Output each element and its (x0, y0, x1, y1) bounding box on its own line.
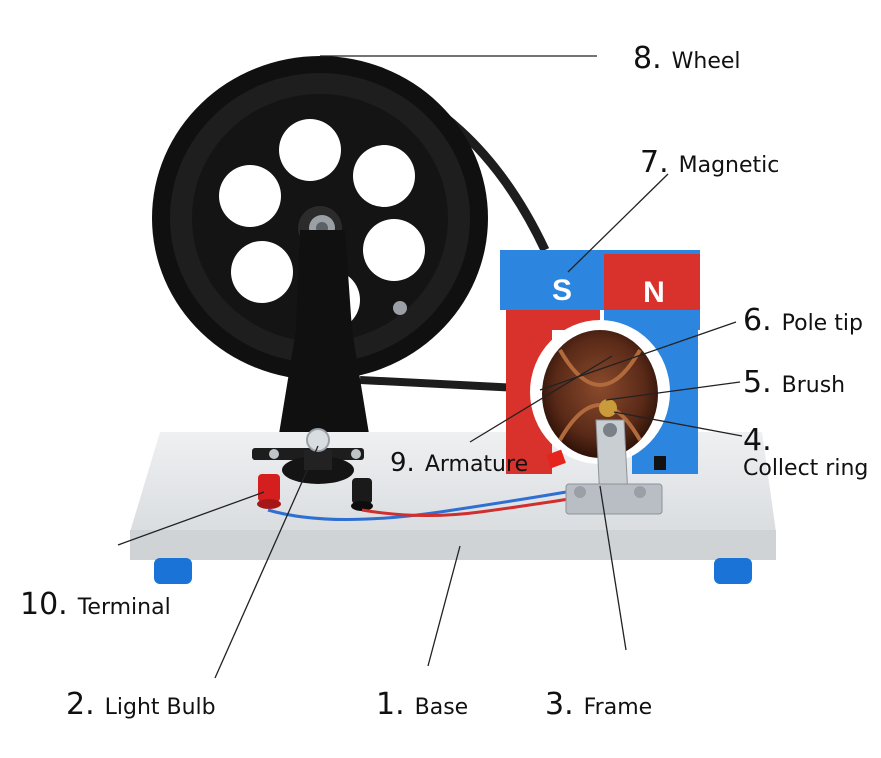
label-light-bulb-name: Light Bulb (104, 695, 216, 720)
leader-lines (117, 55, 743, 679)
label-light-bulb-number: 2. (66, 687, 95, 722)
leader-magnetic (567, 173, 669, 273)
label-terminal: 10. Terminal (20, 590, 171, 620)
label-magnetic-number: 7. (640, 145, 669, 180)
label-wheel-number: 8. (633, 41, 662, 76)
label-terminal-name: Terminal (77, 595, 171, 620)
label-armature: 9. Armature (390, 450, 528, 476)
wheel (152, 56, 488, 380)
label-armature-name: Armature (424, 452, 529, 477)
leader-light-bulb (214, 445, 319, 679)
label-collect-ring: 4.Collect ring (743, 426, 868, 480)
leader-frame (599, 485, 627, 651)
label-base: 1. Base (376, 690, 468, 720)
label-base-name: Base (414, 695, 469, 720)
leader-collect-ring (613, 411, 743, 437)
label-magnetic: 7. Magnetic (640, 148, 779, 178)
leader-armature (469, 355, 613, 443)
label-magnetic-name: Magnetic (678, 153, 780, 178)
label-terminal-number: 10. (20, 587, 68, 622)
leader-base (427, 545, 461, 667)
magnet: S N (500, 250, 700, 474)
light-bulb (252, 428, 364, 484)
frame (546, 399, 666, 515)
label-wheel: 8. Wheel (633, 44, 741, 74)
label-frame: 3. Frame (545, 690, 652, 720)
leader-pole-tip (539, 321, 737, 391)
label-armature-number: 9. (390, 448, 415, 478)
magnet-north-letter: N (643, 276, 665, 309)
armature (530, 320, 670, 464)
label-light-bulb: 2. Light Bulb (66, 690, 216, 720)
label-frame-name: Frame (583, 695, 653, 720)
leader-terminal (117, 491, 265, 546)
label-brush: 5. Brush (743, 368, 845, 398)
label-pole-tip: 6. Pole tip (743, 306, 863, 336)
label-wheel-name: Wheel (671, 49, 741, 74)
terminals (257, 474, 373, 511)
label-collect-ring-name: Collect ring (743, 456, 869, 481)
foot-right (714, 558, 752, 584)
foot-left (154, 558, 192, 584)
wires (267, 488, 601, 521)
label-base-number: 1. (376, 687, 405, 722)
label-brush-number: 5. (743, 365, 772, 400)
label-brush-name: Brush (781, 373, 846, 398)
label-frame-number: 3. (545, 687, 574, 722)
leader-brush (605, 381, 741, 401)
label-pole-tip-name: Pole tip (781, 311, 863, 336)
label-collect-ring-number: 4. (743, 423, 772, 458)
label-pole-tip-number: 6. (743, 303, 772, 338)
magnet-south-letter: S (552, 274, 572, 307)
